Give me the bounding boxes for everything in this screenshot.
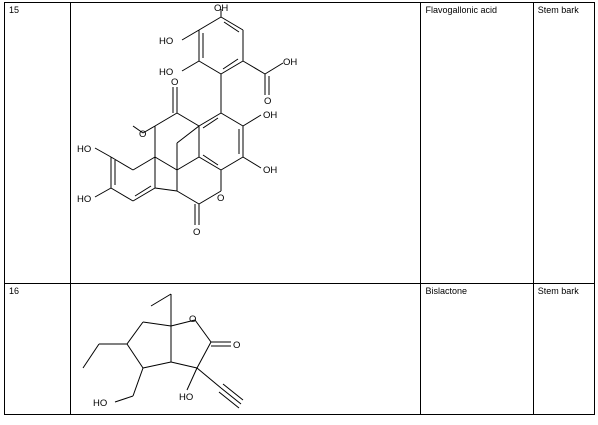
compound-source: Stem bark xyxy=(532,283,596,415)
ho-label: HO xyxy=(159,67,173,78)
oh-label: OH xyxy=(263,110,277,121)
bislactone-structure: O O HO HO xyxy=(82,293,244,409)
oh-label: OH xyxy=(214,3,228,14)
compound-source: Stem bark xyxy=(532,2,596,284)
o-label: O xyxy=(171,77,178,88)
compound-name: Flavogallonic acid xyxy=(420,2,534,284)
flavogallonic-acid-structure: OH HO HO OH O O O OH OH HO HO O O xyxy=(77,3,297,238)
ho-label: HO xyxy=(159,36,173,47)
ho-label: HO xyxy=(93,398,107,409)
table-row: 15 xyxy=(3,2,596,284)
o-label: O xyxy=(233,340,240,351)
structure-cell: O O HO HO xyxy=(70,283,422,415)
compound-table: 15 xyxy=(3,2,596,415)
o-label: O xyxy=(189,314,196,325)
ho-label: HO xyxy=(77,144,91,155)
oh-label: OH xyxy=(283,57,297,68)
ho-label: HO xyxy=(179,392,193,403)
ho-label: HO xyxy=(77,194,91,205)
o-label: O xyxy=(217,193,224,204)
o-label: O xyxy=(264,96,271,107)
oh-label: OH xyxy=(263,165,277,176)
o-label: O xyxy=(193,227,200,238)
compound-name: Bislactone xyxy=(420,283,534,415)
compound-number: 16 xyxy=(3,283,72,415)
o-label: O xyxy=(139,129,146,140)
compound-number: 15 xyxy=(3,2,72,284)
table-row: 16 xyxy=(3,283,596,415)
structure-cell: OH HO HO OH O O O OH OH HO HO O O xyxy=(70,2,422,284)
